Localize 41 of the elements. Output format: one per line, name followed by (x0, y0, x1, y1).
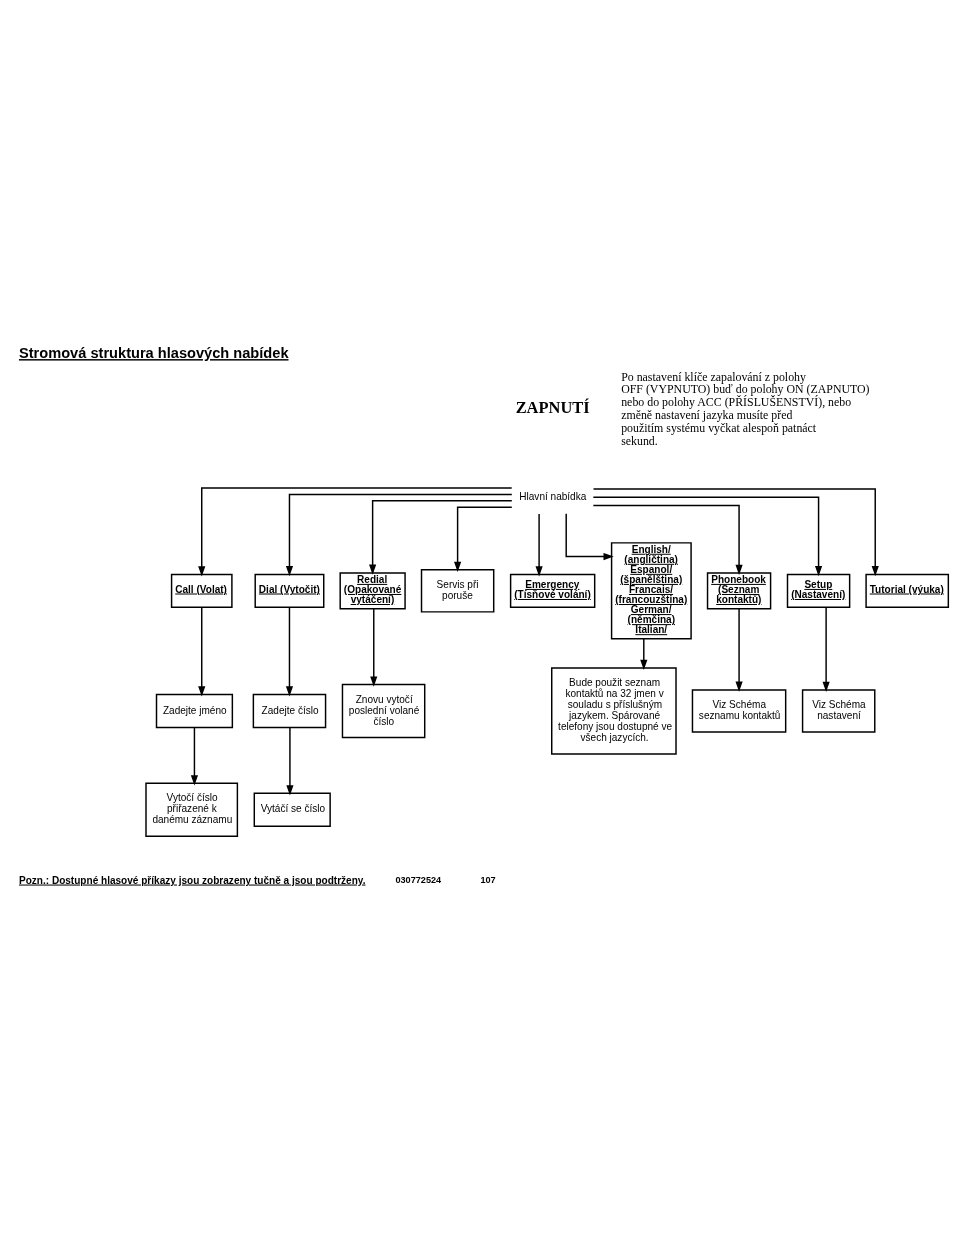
arrow (370, 608, 378, 687)
node-box: Servis při poruše (420, 569, 495, 613)
node-box: Call (Volat) (170, 573, 233, 608)
label: 107 (480, 875, 496, 886)
arrow (190, 727, 198, 786)
arrow (198, 487, 513, 577)
arrow (454, 506, 513, 572)
label: Po nastavení klíče zapalování z polohy OFF (VYPNUTO) buď do polohy ON (ZAPNUTO) nebo do polohy ACC (PŘÍSLUŠENSTVÍ), nebo změně nastavení jazyka musíte před použitím systému vyčkat alespoň patnáct sekund. (621, 369, 870, 448)
node-text: Hlavní nabídka (519, 490, 587, 502)
node-box: Dial (Vytočit) (254, 573, 325, 608)
node-box: Phonebook (Seznam kontaktů) (706, 572, 772, 610)
node-box: Zadejte číslo (252, 693, 327, 729)
arrow (592, 496, 823, 577)
arrow (565, 513, 614, 561)
arrow (535, 513, 543, 577)
node-box: Tutorial (výuka) (865, 573, 950, 608)
diagram-title: Stromová struktura hlasových nabídek (18, 345, 289, 362)
label: 030772524 (395, 875, 442, 886)
arrow (285, 493, 513, 577)
node-box: Emergency (Tísňové volání) (509, 573, 596, 608)
node-box: Vytočí číslo přiřazené k danému záznamu (145, 782, 239, 837)
arrow (198, 606, 206, 697)
node-box: Znovu vytočí poslední volané číslo (341, 683, 426, 739)
arrow (369, 500, 513, 575)
arrow (592, 504, 743, 575)
node-box: Setup (Nastavení) (786, 573, 851, 608)
node-box: Redial (Opakované vytáčení) (339, 572, 406, 610)
label: Pozn.: Dostupné hlasové příkazy jsou zobrazeny tučně a jsou podtrženy. (18, 874, 366, 886)
arrow (640, 638, 648, 671)
arrow (735, 608, 743, 692)
arrow (286, 727, 294, 796)
arrow (592, 488, 879, 577)
arrow (822, 606, 830, 693)
label: ZAPNUTÍ (515, 397, 590, 417)
node-box: Viz Schéma nastavení (801, 689, 876, 733)
node-box: English/ (angličtina) Espanol/ (španělština) Francais/ (francouzština) German/ (němčina) Italian/ (610, 542, 692, 640)
node-box: Viz Schéma seznamu kontaktů (691, 689, 787, 733)
node-box: Zadejte jméno (155, 693, 234, 729)
node-box: Vytáčí se číslo (253, 792, 331, 827)
arrow (285, 606, 294, 697)
node-box: Bude použit seznam kontaktů na 32 jmen v souladu s příslušným jazykem. Spárované telefony jsou dostupné ve všech jazycích. (551, 667, 677, 755)
